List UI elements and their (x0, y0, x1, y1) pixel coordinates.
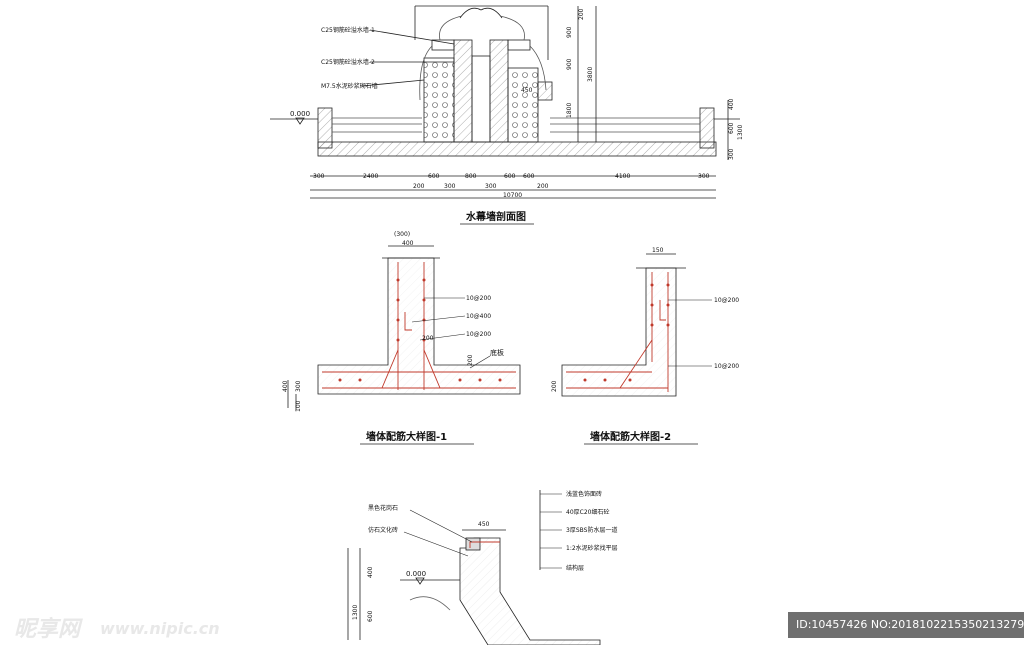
detail1-drawing (287, 245, 521, 410)
detail2-rebar (566, 272, 669, 392)
d3-dim-1300: 1300 (352, 605, 359, 620)
detail1-title: 墙体配筋大样图-1 (366, 430, 447, 443)
d3-label-sbs: 3厚SBS防水层一道 (566, 526, 617, 534)
dim-edge-1300: 1300 (737, 125, 744, 140)
d1-dim-400v: 400 (282, 380, 289, 392)
d2-rebar-label-2: 10@200 (714, 363, 739, 370)
watermark-url: www.nipic.cn (100, 619, 220, 638)
label-stone-wall: M7.5水泥砂浆砌石墙 (321, 82, 378, 90)
dim-right-900b: 900 (566, 58, 573, 70)
d1-dim-300v: 300 (295, 380, 302, 392)
d1-dim-300: (300) (394, 231, 410, 238)
d3-label-culture-brick: 仿石文化砖 (368, 526, 398, 534)
dim-b-300b: 300 (698, 173, 710, 180)
d3-elevation-marker (415, 577, 425, 585)
image-id-bar: ID:10457426 NO:20181022153502132795 (788, 612, 1024, 638)
dim-b-600c: 600 (523, 173, 535, 180)
dim-b-4100: 4100 (615, 173, 630, 180)
detail2-rebar-dots (583, 283, 670, 382)
dim-b-600b: 600 (504, 173, 516, 180)
dim-b-800: 800 (465, 173, 477, 180)
detail3-red-lining (469, 541, 500, 548)
detail2-leaders (668, 299, 712, 367)
dim-b2-300a: 300 (444, 183, 456, 190)
d2-dim-200: 200 (551, 380, 558, 392)
dim-edge-400: 400 (728, 98, 735, 110)
label-c25-wall-2: C25钢筋砼溢水墙-2 (321, 58, 375, 66)
detail2-drawing (561, 253, 686, 397)
elevation-marker: 0.000 (290, 110, 310, 125)
detail1-rebar-dots (338, 278, 502, 382)
dim-edge-600: 600 (728, 122, 735, 134)
elevation-label: 0.000 (290, 110, 310, 118)
dim-edge-300: 300 (728, 148, 735, 160)
d1-rebar-label-3: 10@200 (466, 331, 491, 338)
d3-label-structure: 结构层 (566, 564, 584, 572)
d3-dim-400: 400 (367, 566, 374, 578)
d1-dim-200a: 200 (422, 335, 434, 342)
d1-base-label: 底板 (490, 348, 504, 357)
dim-b-2400: 2400 (363, 173, 378, 180)
dim-right-3800: 3800 (587, 67, 594, 82)
dim-450: 450 (521, 87, 533, 94)
dim-total: 10700 (503, 192, 522, 199)
d1-rebar-label-1: 10@200 (466, 295, 491, 302)
d2-dim-150: 150 (652, 247, 664, 254)
label-c25-wall-1: C25钢筋砼溢水墙-1 (321, 26, 375, 34)
dim-b2-200b: 200 (537, 183, 549, 190)
section-drawing (270, 5, 740, 199)
d1-rebar-label-2: 10@400 (466, 313, 491, 320)
watermark-brand: 昵享网 (14, 616, 83, 642)
detail1-rebar (322, 262, 516, 390)
dim-b-300a: 300 (313, 173, 325, 180)
d1-dim-400: 400 (402, 240, 414, 247)
dim-right-200: 200 (578, 8, 585, 20)
d2-rebar-label-1: 10@200 (714, 297, 739, 304)
detail3-drawing (347, 490, 601, 645)
d3-dim-600: 600 (367, 610, 374, 622)
d3-label-blue-tile: 浅蓝色饰面砖 (566, 490, 602, 498)
d3-label-black-granite: 黑色花岗石 (368, 504, 398, 512)
detail1-leaders (411, 297, 491, 369)
dim-right-900a: 900 (566, 26, 573, 38)
d3-dim-450: 450 (478, 521, 490, 528)
dim-b-600a: 600 (428, 173, 440, 180)
dim-b2-300b: 300 (485, 183, 497, 190)
dim-b2-200a: 200 (413, 183, 425, 190)
d3-elevation-label: 0.000 (406, 570, 426, 578)
dim-right-1800: 1800 (566, 103, 573, 118)
d3-label-leveling: 1:2水泥砂浆找平层 (566, 544, 618, 552)
d3-label-c20-concrete: 40厚C20细石砼 (566, 508, 609, 516)
section-title: 水幕墙剖面图 (465, 210, 526, 223)
d1-dim-200b: 200 (467, 354, 474, 366)
detail3-leaders (403, 493, 562, 569)
d1-dim-100v: 100 (295, 400, 302, 412)
detail2-title: 墙体配筋大样图-2 (590, 430, 671, 443)
